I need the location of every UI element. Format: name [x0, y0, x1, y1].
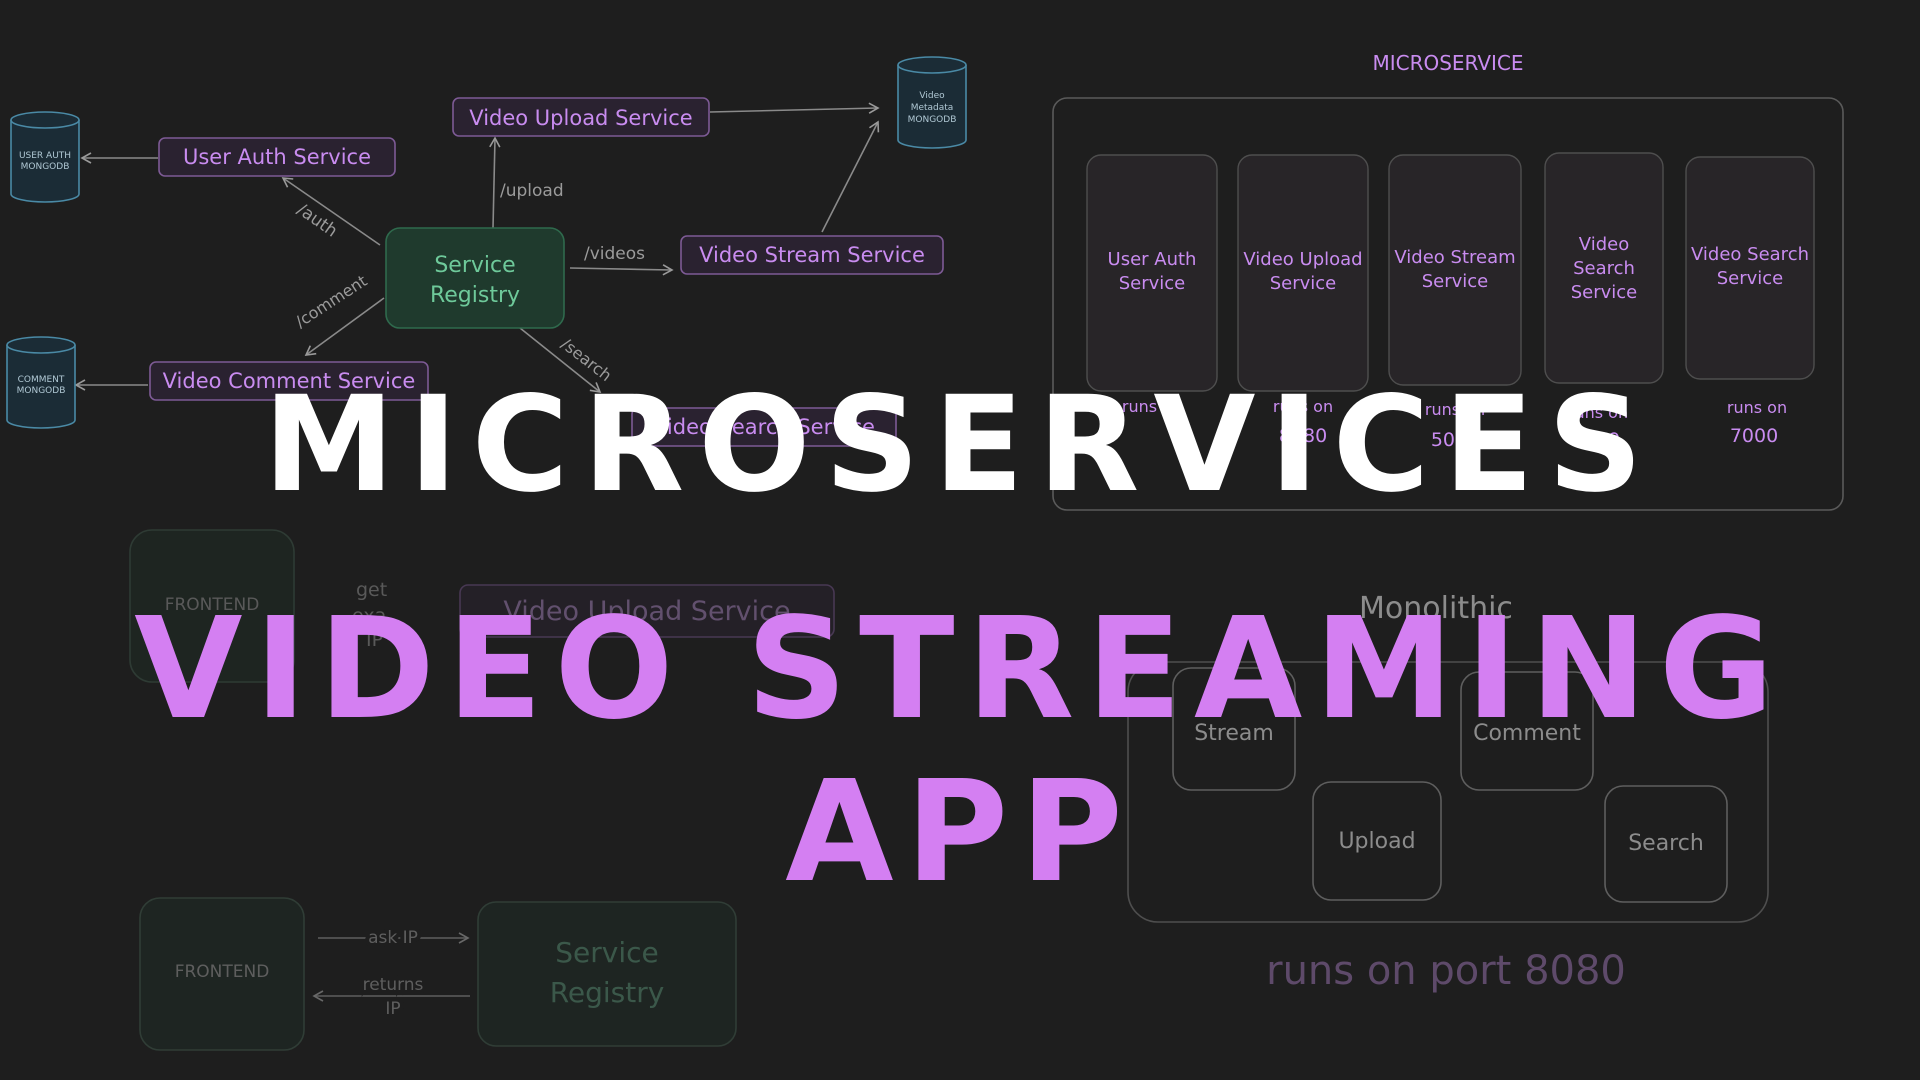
column-5-line1: Video Search	[1691, 244, 1809, 265]
column-1-line2: Service	[1119, 273, 1186, 294]
column-5-port-label: runs on	[1727, 398, 1787, 417]
arrow-upload	[489, 136, 501, 229]
monolithic-title: Monolithic	[1359, 591, 1513, 626]
arrow-search	[519, 327, 602, 394]
user-auth-service-box	[158, 137, 396, 177]
returns-label-1: returns	[363, 975, 424, 995]
column-3-line1: Video Stream	[1394, 247, 1515, 268]
column-1-port-label: runs on	[1122, 397, 1182, 416]
module-upload: Upload	[1312, 781, 1442, 901]
middle-arrow-label-3: IP	[366, 629, 383, 651]
bottom-registry-line2: Registry	[550, 976, 665, 1009]
column-2-line1: Video Upload	[1243, 249, 1362, 270]
column-5-line2: Service	[1717, 268, 1784, 289]
column-2-port-label: runs on	[1273, 397, 1333, 416]
middle-arrow-label-1: get	[356, 579, 387, 601]
arrow-videos	[569, 264, 674, 276]
bottom-diagram: FRONTEND ask IP returns IP Service Regis…	[139, 897, 737, 1051]
middle-service-box	[459, 584, 835, 638]
column-3-port-value: 5050	[1431, 429, 1479, 451]
module-stream: Stream	[1172, 667, 1296, 791]
column-2-port-value: 8080	[1279, 425, 1327, 447]
metadata-db-line1: Video	[919, 91, 945, 101]
video-comment-service-label: Video Comment Service	[163, 369, 416, 393]
microservice-column-5: Video Search Service runs on 7000	[1685, 156, 1815, 447]
comment-db-line2: MONGODB	[17, 386, 66, 396]
user-auth-db-line2: MONGODB	[21, 162, 70, 172]
column-3-port-label: runs on	[1425, 400, 1485, 419]
column-4-line2: Search	[1573, 258, 1635, 279]
module-search: Search	[1604, 785, 1728, 903]
middle-service-label: Video Upload Service	[503, 596, 790, 627]
metadata-db-line2: Metadata	[911, 103, 954, 113]
user-auth-service-label: User Auth Service	[183, 145, 371, 169]
route-comment-label: /comment	[292, 271, 371, 331]
microservice-column-2: Video Upload Service runs on 8080	[1237, 154, 1369, 447]
microservice-panel	[1052, 97, 1844, 511]
video-stream-service-label: Video Stream Service	[699, 243, 925, 267]
video-search-service-box	[631, 407, 897, 447]
microservice-panel-title: MICROSERVICE	[1372, 51, 1523, 75]
column-1-line1: User Auth	[1108, 249, 1197, 270]
arrow-comment	[304, 297, 385, 356]
arrow-stream-db	[821, 120, 880, 233]
middle-arrow-label-2: exa	[352, 605, 386, 627]
monolithic-panel	[1127, 661, 1769, 923]
route-videos-label: /videos	[584, 244, 645, 264]
module-stream-label: Stream	[1194, 721, 1274, 746]
registry-line1: Service	[434, 253, 515, 278]
microservice-column-4: Video Search Service runs on 6969	[1544, 152, 1664, 451]
microservice-column-1: User Auth Service runs on	[1086, 154, 1218, 416]
bottom-registry-line1: Service	[555, 936, 658, 969]
column-2-line2: Service	[1270, 273, 1337, 294]
middle-frontend-label: FRONTEND	[165, 595, 260, 615]
column-4-port-label: runs on	[1568, 403, 1628, 422]
column-4-line1: Video	[1579, 234, 1629, 255]
connector-arrows	[74, 102, 880, 394]
column-4-port-value: 6969	[1572, 429, 1620, 451]
bottom-registry-box	[477, 901, 737, 1047]
headline-video-streaming-app: VIDEO STREAMING APP	[134, 588, 1786, 914]
column-4-line3: Service	[1571, 282, 1638, 303]
video-upload-service-label: Video Upload Service	[469, 106, 692, 130]
comment-db: COMMENT MONGODB	[6, 336, 76, 429]
bottom-frontend-box	[139, 897, 305, 1051]
metadata-db-line3: MONGODB	[908, 115, 957, 125]
middle-diagram: FRONTEND get exa IP Video Upload Service	[129, 529, 835, 683]
middle-frontend-box	[129, 529, 295, 683]
module-comment-label: Comment	[1473, 721, 1581, 746]
video-search-service-label: Video Search Service	[653, 415, 875, 439]
video-comment-service-box	[149, 361, 429, 401]
module-upload-label: Upload	[1338, 829, 1415, 854]
registry-line2: Registry	[430, 283, 520, 308]
returns-label-2: IP	[385, 999, 400, 1019]
arrow-upload-db	[709, 102, 880, 114]
video-stream-service-box	[680, 235, 944, 275]
module-search-label: Search	[1628, 831, 1704, 856]
video-metadata-db: Video Metadata MONGODB	[897, 56, 967, 149]
arrow-auth	[281, 177, 381, 246]
user-auth-db: USER AUTH MONGODB	[10, 111, 80, 203]
microservice-column-3: Video Stream Service runs on 5050	[1388, 154, 1522, 451]
monolithic-footer: runs on port 8080	[1266, 948, 1626, 994]
bottom-frontend-label: FRONTEND	[175, 962, 270, 982]
module-comment: Comment	[1460, 671, 1594, 791]
column-3-line2: Service	[1422, 271, 1489, 292]
column-5-port-value: 7000	[1730, 425, 1778, 447]
route-auth-label: /auth	[293, 200, 341, 242]
video-upload-service-box	[452, 97, 710, 137]
user-auth-db-line1: USER AUTH	[19, 151, 71, 161]
comment-db-line1: COMMENT	[18, 375, 65, 385]
service-registry-node	[385, 227, 565, 329]
ask-label: ask IP	[368, 928, 418, 948]
route-upload-label: /upload	[500, 181, 564, 201]
headline-microservices: MICROSERVICES	[263, 368, 1657, 522]
